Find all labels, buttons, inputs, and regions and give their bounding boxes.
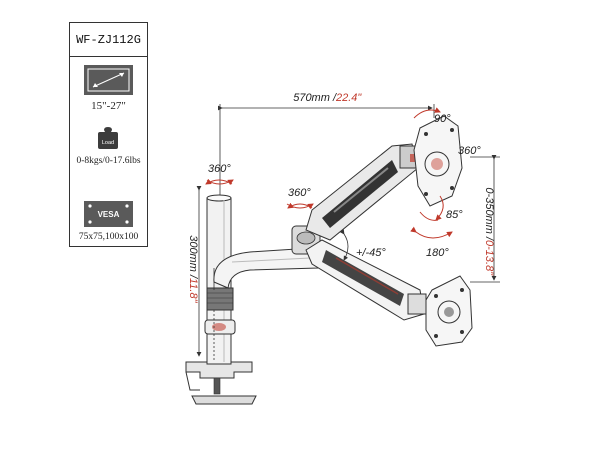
model-number: WF-ZJ112G (70, 23, 147, 57)
vesa-badge-text: VESA (98, 210, 120, 219)
vesa-range-text: 75x75,100x100 (78, 232, 139, 242)
spec-panel: WF-ZJ112G 15"-27" Load 0-8kgs/0-17.6lbs … (69, 22, 148, 247)
top-tilt-label: 90° (434, 113, 451, 125)
pole-height-inch: 11.8" (187, 278, 199, 304)
side-tilt-label: 85° (446, 209, 463, 221)
pole-height-mm: 300mm / (187, 235, 199, 279)
desk-clamp (185, 361, 257, 405)
load-range-text: 0-8kgs/0-17.6lbs (76, 156, 141, 166)
arm-angle-indicator: +/-45° (339, 229, 386, 261)
screen-size-text: 15"-27" (91, 100, 126, 112)
side-tilt-indicator: 85° (419, 195, 463, 221)
pan-indicator: 180° (410, 226, 453, 259)
vesa-icon: VESA (84, 201, 133, 227)
pole-rotation-indicator: 360° (205, 163, 234, 186)
arm-reach-inch: 22.4" (335, 92, 362, 104)
height-collar (204, 268, 236, 360)
head-swivel-label: 360° (458, 145, 481, 157)
lift-range-inch: 0-13.8" (483, 240, 495, 276)
tilt-head-lowered (407, 293, 427, 315)
vesa-plate-raised (413, 115, 463, 207)
arm-reach-mm: 570mm / (293, 92, 337, 104)
lift-range-mm: 0-350mm / (483, 187, 495, 241)
arm-rotation-indicator: 360° (286, 187, 314, 210)
vesa-plate-lowered (425, 275, 473, 347)
top-tilt-indicator: 90° (413, 107, 451, 125)
arm-rotation-label: 360° (288, 187, 311, 199)
arm-angle-label: +/-45° (356, 247, 386, 259)
load-weight-icon: Load (97, 126, 119, 150)
gas-spring-arm-raised (305, 143, 419, 241)
pan-label: 180° (426, 247, 449, 259)
head-swivel-indicator: 360° (458, 145, 481, 157)
screen-size-icon (84, 65, 133, 95)
lift-range-dimension: 0-350mm / 0-13.8" (470, 155, 500, 283)
vertical-pole (206, 194, 232, 365)
gas-spring-arm-lowered (305, 239, 425, 321)
pole-height-dimension: 300mm / 11.8" (187, 186, 202, 357)
pole-rotation-label: 360° (208, 163, 231, 175)
load-badge-text: Load (102, 140, 114, 146)
